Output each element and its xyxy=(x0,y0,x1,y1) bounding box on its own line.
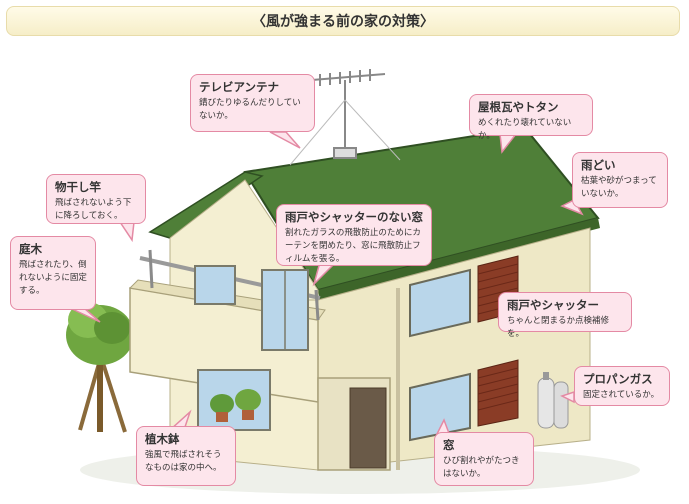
callout-window-no-shutter-heading: 雨戸やシャッターのない窓 xyxy=(285,210,423,224)
callout-laundry-pole-heading: 物干し竿 xyxy=(55,180,101,194)
callout-gutter: 雨どい 枯葉や砂がつまっていないか。 xyxy=(572,152,668,208)
callout-planter-heading: 植木鉢 xyxy=(145,432,180,446)
upper-right-window xyxy=(409,268,471,338)
callout-gutter-heading: 雨どい xyxy=(581,158,616,172)
callout-tv-antenna-heading: テレビアンテナ xyxy=(199,80,280,94)
page-title: 〈風が強まる前の家の対策〉 xyxy=(6,6,680,36)
callout-gutter-body: 枯葉や砂がつまっていないか。 xyxy=(581,176,657,199)
lower-right-window xyxy=(409,372,471,442)
callout-planter: 植木鉢 強風で飛ばされそうなものは家の中へ。 xyxy=(136,426,236,486)
callout-garden-tree-body: 飛ばされたり、倒れないように固定する。 xyxy=(19,260,87,296)
front-door xyxy=(349,387,387,469)
propane-gas xyxy=(537,372,569,429)
callout-roof-tile: 屋根瓦やトタン めくれたり壊れていないか。 xyxy=(469,94,593,141)
callout-laundry-pole: 物干し竿 飛ばされないよう下に降ろしておく。 xyxy=(46,174,146,224)
callout-propane-gas-body: 固定されているか。 xyxy=(583,390,660,400)
callout-window-body: ひび割れやがたつきはないか。 xyxy=(443,456,520,479)
callout-propane-gas: プロパンガス 固定されているか。 xyxy=(574,366,670,406)
callout-roof-tile-heading: 屋根瓦やトタン xyxy=(478,100,559,114)
callout-garden-tree-heading: 庭木 xyxy=(19,242,42,256)
callout-shutter-heading: 雨戸やシャッター xyxy=(507,298,599,312)
callout-garden-tree: 庭木 飛ばされたり、倒れないように固定する。 xyxy=(10,236,96,310)
callout-tv-antenna: テレビアンテナ 錆びたりゆるんだりしていないか。 xyxy=(190,74,315,132)
callout-propane-gas-heading: プロパンガス xyxy=(583,372,653,386)
callout-window-no-shutter-body: 割れたガラスの飛散防止のためにカーテンを閉めたり、窓に飛散防止フィルムを張る。 xyxy=(285,228,421,264)
callout-shutter-body: ちゃんと閉まるか点検補修を。 xyxy=(507,316,610,339)
callout-window-no-shutter: 雨戸やシャッターのない窓 割れたガラスの飛散防止のためにカーテンを閉めたり、窓に… xyxy=(276,204,432,266)
upper-window-left xyxy=(194,265,236,305)
callout-roof-tile-body: めくれたり壊れていないか。 xyxy=(478,118,572,141)
callout-planter-body: 強風で飛ばされそうなものは家の中へ。 xyxy=(145,450,222,473)
tv-antenna xyxy=(289,69,401,166)
callout-window-heading: 窓 xyxy=(443,438,455,452)
callout-shutter: 雨戸やシャッター ちゃんと閉まるか点検補修を。 xyxy=(498,292,632,339)
callout-window: 窓 ひび割れやがたつきはないか。 xyxy=(434,432,534,486)
lower-shutter xyxy=(477,359,519,427)
callout-tv-antenna-body: 錆びたりゆるんだりしていないか。 xyxy=(199,98,301,121)
callout-laundry-pole-body: 飛ばされないよう下に降ろしておく。 xyxy=(55,198,132,221)
